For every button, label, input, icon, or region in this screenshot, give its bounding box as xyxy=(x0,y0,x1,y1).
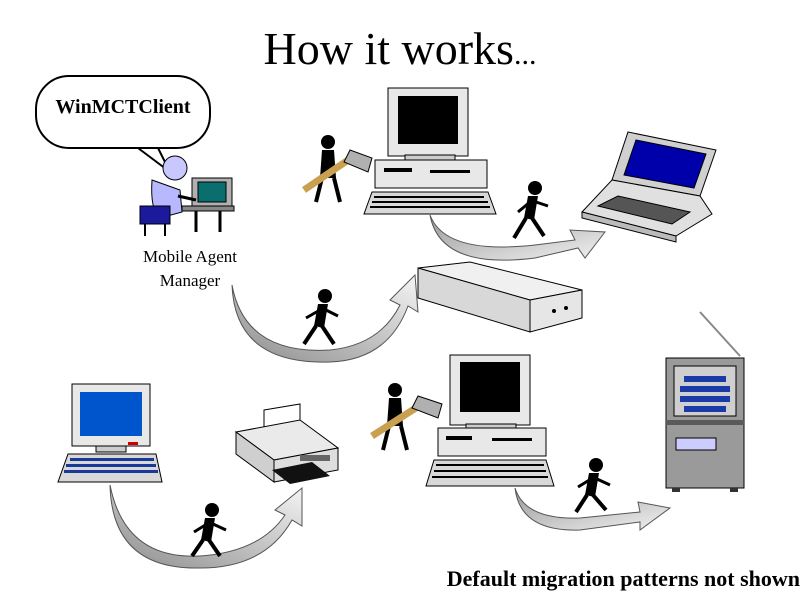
title-main: How it works xyxy=(263,23,514,74)
footer-note: Default migration patterns not shown xyxy=(446,566,800,591)
server-box-icon xyxy=(417,261,583,370)
page-title: How it works... xyxy=(0,22,800,75)
mobile-agent-icon xyxy=(302,289,339,346)
curved-arrow-icon xyxy=(514,487,672,531)
desktop-computer-icon xyxy=(425,354,555,487)
speech-bubble xyxy=(35,75,211,149)
mobile-agent-icon xyxy=(574,458,611,514)
mobile-agent-icon xyxy=(190,503,227,558)
printer-icon xyxy=(234,403,340,484)
curved-arrow-icon xyxy=(231,273,419,363)
laptop-icon xyxy=(581,131,717,243)
manager-caption: Mobile Agent Manager xyxy=(120,245,260,293)
mobile-agent-icon xyxy=(512,181,549,240)
mainframe-icon xyxy=(665,311,745,492)
title-ellipsis: ... xyxy=(513,38,537,71)
callout-label: WinMCTClient xyxy=(55,96,191,118)
manager-caption-line1: Mobile Agent xyxy=(143,247,237,266)
curved-arrow-icon xyxy=(109,484,303,569)
manager-caption-line2: Manager xyxy=(159,271,221,290)
hammer-agent-icon xyxy=(370,383,443,451)
desktop-computer-icon xyxy=(57,383,163,483)
person-at-computer-icon xyxy=(139,155,235,236)
desktop-computer-icon xyxy=(363,87,497,215)
hammer-agent-icon xyxy=(302,135,373,203)
curved-arrow-icon xyxy=(429,214,606,261)
